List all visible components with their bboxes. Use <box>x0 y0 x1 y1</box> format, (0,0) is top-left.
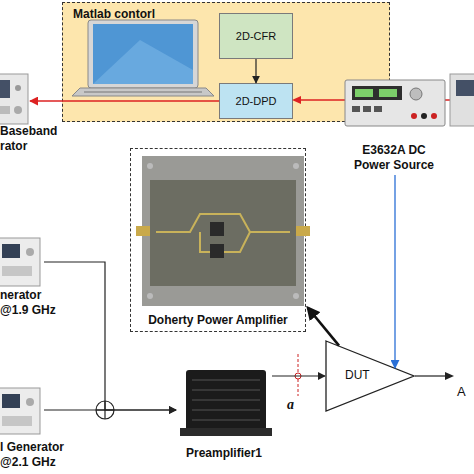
instrument-knob <box>15 85 21 91</box>
dut-triangle <box>326 341 414 411</box>
connector-arrow <box>272 375 325 376</box>
output-arrowhead <box>445 372 454 380</box>
reference-point <box>295 373 301 379</box>
pa-photo-transistor <box>210 222 224 236</box>
node-text: Baseband rator <box>0 124 64 154</box>
preamp-fin <box>192 420 260 421</box>
pa-photo-plate <box>142 156 304 306</box>
node-text: l Generator @2.1 GHz <box>0 440 74 470</box>
process-box: 2D-DPD <box>219 83 293 119</box>
connector-arrow <box>255 59 256 83</box>
pa-photo-trace <box>156 214 290 232</box>
node-text: Doherty Power Amplifier <box>131 313 305 328</box>
dut-outline <box>325 340 415 412</box>
generator-screen <box>2 244 20 258</box>
node-text: E3632A DC Power Source <box>348 143 440 173</box>
power-terminal <box>411 113 417 119</box>
feedback-wire <box>300 99 474 100</box>
summing-junction <box>96 401 114 419</box>
instrument: Baseband rator <box>0 72 30 162</box>
generator-body <box>0 388 40 434</box>
power-terminal <box>421 113 427 119</box>
connector-arrow <box>44 262 176 410</box>
power-source-button <box>352 106 360 112</box>
power-source-display <box>352 86 402 100</box>
port-label: a <box>287 397 294 412</box>
connector-arrow <box>30 100 219 101</box>
power-source-digits <box>379 89 397 97</box>
instrument-body <box>450 74 474 126</box>
laptop-screen-glare <box>93 40 193 84</box>
process-box: 2D-CFR <box>219 13 293 59</box>
instrument-screen <box>456 80 474 96</box>
instrument: E3632A DC Power Source <box>338 75 450 175</box>
connector-arrow <box>308 308 339 346</box>
instrument-label: A <box>457 384 466 399</box>
preamp-body <box>186 370 266 434</box>
generator-keys <box>2 266 32 276</box>
connector-arrow <box>394 175 395 368</box>
generator-knob <box>26 248 34 256</box>
pa-photo-screw <box>293 293 299 299</box>
generator-keys <box>2 416 32 426</box>
power-source-knob <box>410 88 422 100</box>
power-source-button <box>363 106 371 112</box>
laptop-keyboard <box>84 92 202 93</box>
dut-triangle: DUT <box>325 340 415 412</box>
reference-plane <box>298 354 299 396</box>
pa-photo-screw <box>147 293 153 299</box>
summing-cross <box>96 409 114 410</box>
preamp-fin <box>192 390 260 391</box>
preamp-fin <box>192 400 260 401</box>
feedback-arrowhead <box>292 96 301 104</box>
power-source-button <box>374 106 382 112</box>
preamp-fin <box>192 410 260 411</box>
instrument: l Generator @2.1 GHz <box>0 382 44 474</box>
control-group: 2D-CFR 2D-DPD Matlab contorl <box>62 2 390 122</box>
instrument-screen <box>0 80 10 98</box>
output-wire <box>415 375 446 376</box>
node-text: nerator @1.9 GHz <box>0 288 66 318</box>
pa-photo-connector <box>296 226 310 236</box>
power-source-body <box>345 80 445 126</box>
generator-knob <box>26 398 34 406</box>
instrument-body <box>0 74 28 124</box>
power-terminal <box>431 113 437 119</box>
preamp-fin <box>192 380 260 381</box>
instrument-knob <box>14 106 22 114</box>
node-text: 2D-DPD <box>220 94 292 109</box>
node-text: DUT <box>345 368 385 383</box>
pa-photo-trace <box>200 232 250 252</box>
laptop-screen-frame <box>88 20 198 88</box>
preamp-bracket <box>180 428 272 436</box>
amplifier-group: Doherty Power Amplifier <box>130 148 306 332</box>
summing-cross <box>104 401 105 419</box>
pa-photo-screw <box>293 163 299 169</box>
laptop-base <box>72 88 214 96</box>
pa-photo-screw <box>147 163 153 169</box>
instrument-keys <box>0 106 10 114</box>
pa-photo-board <box>150 180 296 286</box>
pa-photo-transistor <box>210 244 224 258</box>
amplifier: Preamplifier1 <box>176 362 272 464</box>
instrument: nerator @1.9 GHz <box>0 232 44 324</box>
node-text: Preamplifier1 <box>176 446 272 461</box>
laptop-screen <box>93 24 193 84</box>
generator-body <box>0 238 40 286</box>
pa-photo-connector <box>136 226 150 236</box>
node-text: Matlab contorl <box>73 7 233 22</box>
node-text: 2D-CFR <box>220 29 292 44</box>
generator-screen <box>2 394 20 408</box>
connector-arrow <box>44 409 176 410</box>
power-source-digits <box>355 89 373 97</box>
